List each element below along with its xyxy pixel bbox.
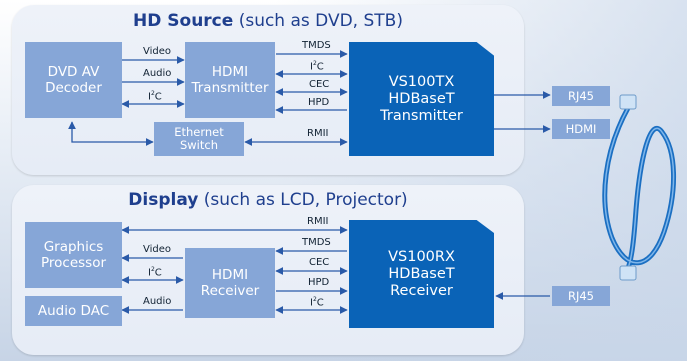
hdmi-transmitter-box: HDMI Transmitter xyxy=(185,42,275,118)
label-hpd-top: HPD xyxy=(308,97,330,108)
hdmi-receiver-box: HDMI Receiver xyxy=(185,248,275,318)
transmitter-line-1: HDMI xyxy=(211,64,249,80)
label-rmii-bottom: RMII xyxy=(307,216,329,227)
label-i2c-bottom: I2C xyxy=(310,296,324,309)
hdmi-output-label: HDMI xyxy=(565,121,597,136)
label-cec-top: CEC xyxy=(309,79,330,90)
display-title: Display (such as LCD, Projector) xyxy=(128,190,408,210)
label-hpd-bottom: HPD xyxy=(308,277,330,288)
audio-dac-label: Audio DAC xyxy=(37,303,110,319)
graphics-processor-box: Graphics Processor xyxy=(25,222,122,288)
graphics-line-2: Processor xyxy=(40,255,107,271)
decoder-line-1: DVD AV xyxy=(47,64,100,80)
vs100rx-line-1: VS100RX xyxy=(388,248,455,265)
label-rmii-top: RMII xyxy=(307,128,329,139)
rj45-output-box: RJ45 xyxy=(552,86,610,106)
hdmi-output-box: HDMI xyxy=(552,119,610,139)
vs100tx-line-2: HDBaseT xyxy=(388,90,455,107)
label-audio-top: Audio xyxy=(143,68,172,79)
vs100rx-box: VS100RX HDBaseT Receiver xyxy=(349,220,494,328)
ethernet-line-1: Ethernet xyxy=(174,125,224,139)
label-cec-bottom: CEC xyxy=(309,257,330,268)
vs100tx-box: VS100TX HDBaseT Transmitter xyxy=(349,42,494,156)
label-i2c-top: I2C xyxy=(310,60,324,73)
label-video-top: Video xyxy=(143,46,172,57)
rj45-input-label: RJ45 xyxy=(567,288,594,303)
ethernet-cable-icon xyxy=(602,94,677,281)
dvd-av-decoder-box: DVD AV Decoder xyxy=(25,42,122,118)
label-video-bottom: Video xyxy=(143,244,172,255)
decoder-line-2: Decoder xyxy=(45,80,102,96)
vs100rx-line-3: Receiver xyxy=(390,282,453,299)
label-i2c-graphics: I2C xyxy=(148,266,162,279)
hd-source-title: HD Source (such as DVD, STB) xyxy=(133,11,403,31)
vs100tx-line-3: Transmitter xyxy=(380,107,463,124)
label-tmds-top: TMDS xyxy=(302,40,331,51)
transmitter-line-2: Transmitter xyxy=(191,80,269,96)
ethernet-line-2: Switch xyxy=(179,138,218,152)
label-audio-bottom: Audio xyxy=(143,296,172,307)
label-i2c-decoder: I2C xyxy=(148,90,162,103)
rj45-output-label: RJ45 xyxy=(567,88,594,103)
receiver-line-1: HDMI xyxy=(211,267,249,283)
vs100rx-line-2: HDBaseT xyxy=(388,265,455,282)
ethernet-switch-box: Ethernet Switch xyxy=(154,122,244,156)
audio-dac-box: Audio DAC xyxy=(25,296,122,326)
receiver-line-2: Receiver xyxy=(200,283,260,299)
vs100tx-line-1: VS100TX xyxy=(388,73,455,90)
rj45-input-box: RJ45 xyxy=(552,286,610,306)
graphics-line-1: Graphics xyxy=(43,239,104,255)
label-tmds-bottom: TMDS xyxy=(302,237,331,248)
